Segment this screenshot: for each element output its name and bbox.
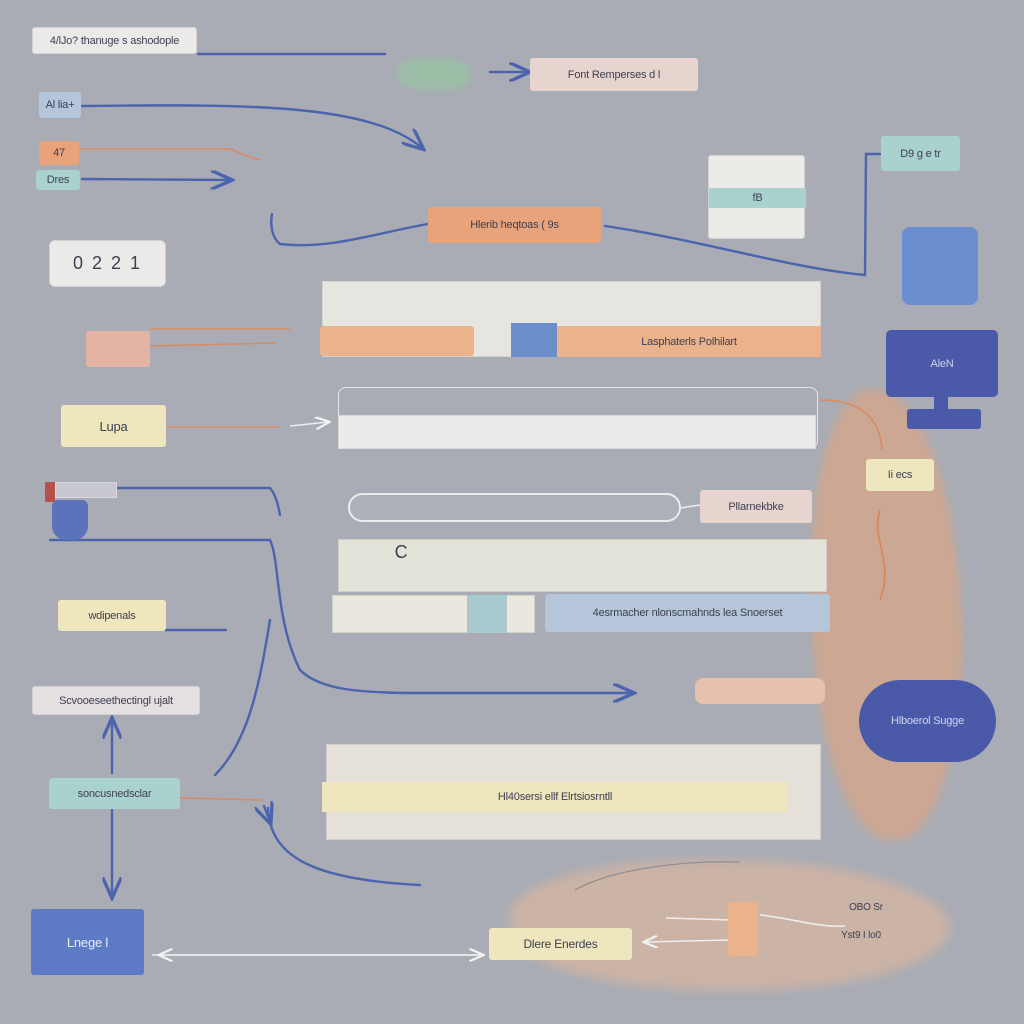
numbers-box[interactable]: 0 2 2 1 — [49, 240, 166, 287]
font-box[interactable]: Font Remperses d l — [530, 58, 698, 91]
c-panel — [338, 539, 827, 592]
teal-left-box[interactable]: soncusnedsclar — [49, 778, 180, 809]
center-orange-box[interactable]: Hlerib heqtoas ( 9s — [428, 207, 601, 243]
blue-connector-icon — [52, 500, 88, 540]
right-blue-card[interactable] — [902, 227, 978, 305]
pink-left-box[interactable]: Scvooeseethectingl ujalt — [32, 686, 200, 715]
top-left-label[interactable]: 4/lJo? thanuge s ashodople — [32, 27, 197, 54]
pill-input[interactable] — [348, 493, 681, 522]
small-box-orange[interactable]: 47 — [39, 141, 79, 165]
c-glyph: C — [394, 541, 408, 562]
note-2: Yst9 I lo0 — [841, 929, 881, 941]
small-box-teal[interactable]: Dres — [36, 170, 80, 190]
grey-curve — [574, 861, 741, 891]
small-peach-tab — [728, 902, 758, 956]
monitor-base — [907, 409, 981, 429]
right-tag[interactable]: Ii ecs — [866, 459, 934, 491]
pill-label[interactable]: Pllarnekbke — [700, 490, 812, 523]
stacked-card-band: fB — [709, 188, 806, 208]
left-orange-bar[interactable] — [320, 326, 474, 356]
navy-oval-label: Hlboerol Sugge — [890, 714, 965, 727]
small-pink-tag[interactable] — [86, 331, 150, 367]
row-right-label[interactable]: 4esrmacher nlonscmahnds lea Snoerset — [545, 594, 830, 632]
navy-oval[interactable]: Hlboerol Sugge — [859, 680, 996, 762]
band-label[interactable]: Lasphaterls Polhilart — [557, 326, 821, 357]
stacked-card[interactable]: fB — [708, 155, 806, 239]
plug-icon — [45, 482, 55, 502]
note-1: OBO Sr — [849, 901, 883, 913]
yellow-band[interactable]: Hl40sersi ellf Elrtsiosrntll — [322, 782, 788, 812]
bottom-blue-box[interactable]: Lnege l — [31, 909, 144, 975]
band-blue-chip — [511, 323, 557, 357]
bottom-yellow-box[interactable]: Dlere Enerdes — [489, 928, 632, 960]
lupa-box[interactable]: Lupa — [61, 405, 166, 447]
monitor-screen[interactable]: AleN — [886, 330, 998, 397]
plug-tab-icon — [55, 482, 117, 498]
yellow-left-box[interactable]: wdipenals — [58, 600, 166, 631]
small-box-1[interactable]: Al lia+ — [39, 92, 81, 118]
stacked-card-label: fB — [752, 192, 763, 204]
monitor-stand — [934, 397, 948, 411]
wide-input[interactable] — [338, 415, 816, 449]
row-toggle[interactable] — [467, 595, 507, 633]
top-right-teal[interactable]: D9 g e tr — [881, 136, 960, 171]
green-smudge — [398, 58, 470, 90]
peach-wash-right — [812, 390, 962, 840]
peach-strip[interactable] — [695, 678, 825, 704]
